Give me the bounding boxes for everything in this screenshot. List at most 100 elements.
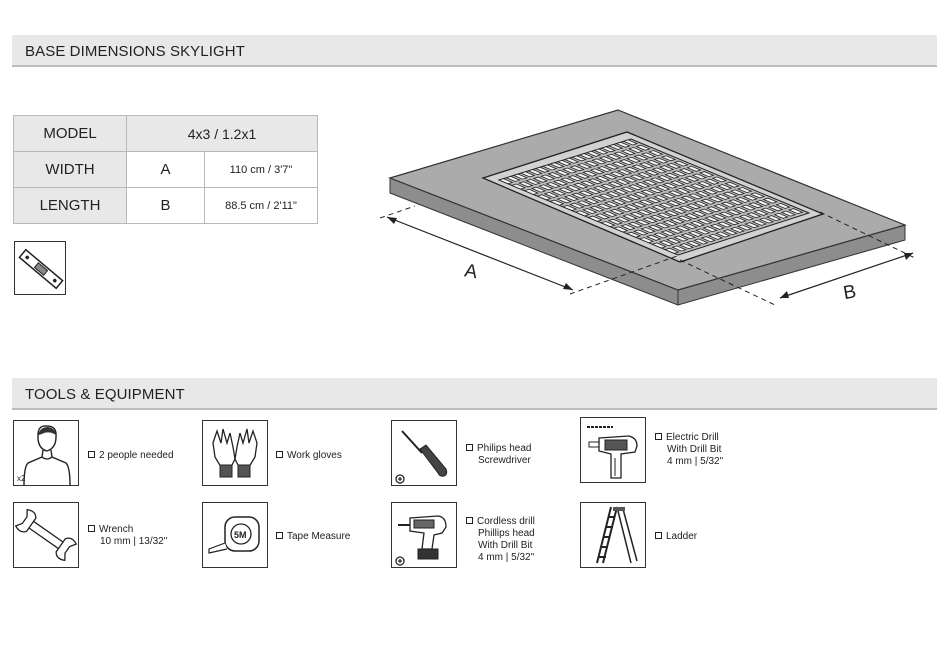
work-gloves-icon <box>212 428 258 478</box>
grid-cell <box>563 195 580 202</box>
grid-cell <box>658 202 675 209</box>
grid-cell <box>707 196 724 203</box>
grid-cell <box>698 208 715 215</box>
grid-cell <box>658 240 675 247</box>
grid-cell <box>740 204 757 211</box>
grid-cell <box>671 245 687 252</box>
grid-cell <box>635 144 651 151</box>
grid-cell <box>680 195 697 202</box>
grid-cell <box>676 215 693 222</box>
grid-cell <box>592 185 609 192</box>
grid-cell <box>627 221 644 228</box>
grid-cell <box>574 210 591 217</box>
grid-cell <box>682 185 698 192</box>
tool-label-wrench: Wrench 10 mm | 13/32" <box>88 524 167 548</box>
grid-cell <box>700 236 717 243</box>
tool-label-people: 2 people needed <box>88 450 174 462</box>
grid-cell <box>642 217 658 224</box>
grid-cell <box>685 203 702 210</box>
screwdriver-icon <box>395 430 448 484</box>
length-letter: B <box>126 187 205 224</box>
grid-cell <box>643 207 660 214</box>
grid-cell <box>716 184 733 191</box>
grid-cell <box>612 188 629 195</box>
grid-cell <box>638 237 655 244</box>
cordless-drill-icon-box <box>391 502 457 568</box>
grid-cell <box>556 197 572 204</box>
grid-cell <box>762 197 778 204</box>
grid-cell <box>620 149 637 156</box>
grid-cell <box>556 159 573 166</box>
grid-cell <box>705 206 722 213</box>
grid-cell <box>653 157 669 164</box>
grid-cell <box>615 141 631 148</box>
grid-cell <box>709 223 726 230</box>
grid-cell <box>622 214 638 221</box>
checkbox[interactable] <box>276 451 283 458</box>
grid-cell <box>609 171 626 178</box>
grid-cell <box>633 154 650 161</box>
grid-cell <box>589 205 605 212</box>
grid-cell <box>729 226 746 233</box>
width-letter: A <box>126 151 205 188</box>
grid-cell <box>582 170 598 177</box>
grid-cell <box>758 217 775 224</box>
grid-cell <box>709 186 726 193</box>
grid-cell <box>656 212 673 219</box>
checkbox[interactable] <box>88 525 95 532</box>
grid-cell <box>591 158 607 165</box>
checkbox[interactable] <box>466 444 473 451</box>
section-header-base-dimensions: BASE DIMENSIONS SKYLIGHT <box>12 35 937 67</box>
grid-cell <box>620 186 636 193</box>
checkbox[interactable] <box>655 532 662 539</box>
grid-cell <box>669 217 686 224</box>
grid-cell <box>722 229 738 236</box>
grid-cell <box>713 203 729 210</box>
grid-cell <box>604 163 620 170</box>
grid-cell <box>646 159 662 166</box>
dimension-label-b: B <box>842 281 858 304</box>
grid-cell <box>607 218 624 225</box>
grid-cell <box>636 172 653 179</box>
checkbox[interactable] <box>88 451 95 458</box>
grid-cell <box>593 148 609 155</box>
grid-cell <box>749 192 766 199</box>
grid-cell <box>694 228 711 235</box>
grid-cell <box>614 216 631 223</box>
table-row-length: LENGTH B 88.5 cm / 2'11" <box>13 187 318 224</box>
grid-cell <box>625 231 642 238</box>
grid-cell <box>638 162 655 169</box>
grid-cell <box>580 180 596 187</box>
grid-cell <box>671 207 687 214</box>
grid-cell <box>560 177 576 184</box>
model-value: 4x3 / 1.2x1 <box>126 115 318 152</box>
grid-cell <box>680 233 697 240</box>
grid-cell <box>673 235 689 242</box>
grid-cell <box>618 159 635 166</box>
grid-cell <box>545 182 562 189</box>
screwdriver-icon-box <box>391 420 457 486</box>
tape-measure-icon-box: 5M <box>202 502 268 568</box>
grid-cell <box>552 179 569 186</box>
spirit-level-icon-box <box>14 241 66 295</box>
grid-cell <box>666 162 682 169</box>
checkbox[interactable] <box>276 532 283 539</box>
grid-cell <box>569 165 585 172</box>
grid-cell <box>675 187 691 195</box>
grid-cell <box>647 187 664 194</box>
grid-cell <box>753 209 769 216</box>
checkbox[interactable] <box>655 433 662 440</box>
grid-cell <box>525 178 541 185</box>
grid-cell <box>523 188 540 195</box>
grid-cell <box>715 193 731 200</box>
grid-cell <box>605 191 622 198</box>
grid-cell <box>554 169 571 176</box>
checkbox[interactable] <box>466 517 473 524</box>
grid-cell <box>607 144 624 150</box>
wrench-icon <box>14 508 78 562</box>
grid-cell <box>585 188 602 195</box>
grid-cell <box>651 242 667 249</box>
tape-length-badge: 5M <box>234 530 247 540</box>
grid-cell <box>609 208 625 215</box>
grid-cell <box>536 194 552 201</box>
